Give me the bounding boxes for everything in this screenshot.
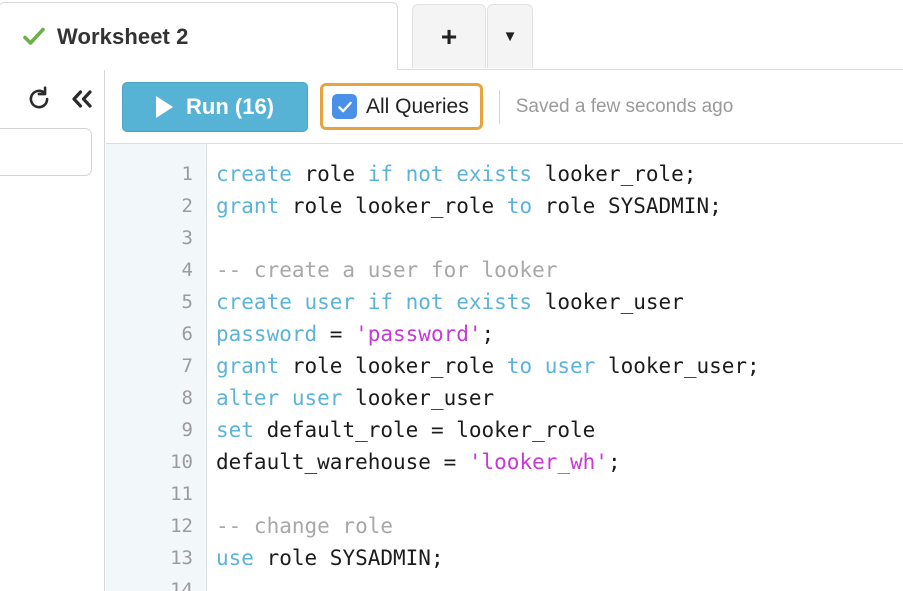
caret-down-icon: ▼ — [502, 28, 518, 45]
code-line[interactable] — [216, 222, 903, 254]
code-token: ; — [481, 322, 495, 346]
code-content[interactable]: create role if not exists looker_role;gr… — [208, 144, 903, 591]
line-number: 11 — [170, 483, 193, 505]
code-line[interactable]: use role SYSADMIN; — [216, 542, 903, 574]
code-token: grant — [216, 194, 280, 218]
code-token: create user if not exists — [216, 290, 533, 314]
refresh-icon[interactable] — [26, 86, 52, 112]
code-line[interactable]: grant role looker_role to role SYSADMIN; — [216, 190, 903, 222]
code-token: default_warehouse = — [216, 450, 469, 474]
code-token: looker_user — [532, 290, 684, 314]
code-line[interactable]: alter user looker_user — [216, 382, 903, 414]
code-line[interactable]: password = 'password'; — [216, 318, 903, 350]
code-token: role looker_role — [279, 194, 507, 218]
code-token: looker_user; — [595, 354, 760, 378]
code-token: to user — [506, 354, 596, 378]
code-line[interactable] — [216, 574, 903, 591]
tab-bar: Worksheet 2 + ▼ — [0, 0, 903, 70]
code-line[interactable]: create user if not exists looker_user — [216, 286, 903, 318]
tab-label: Worksheet 2 — [57, 23, 189, 49]
code-line[interactable]: grant role looker_role to user looker_us… — [216, 350, 903, 382]
code-token: role SYSADMIN; — [532, 194, 722, 218]
tab-worksheet-2[interactable]: Worksheet 2 — [0, 2, 398, 70]
code-token: 'looker_wh' — [468, 450, 608, 474]
all-queries-checkbox[interactable] — [332, 94, 357, 119]
line-number: 8 — [181, 387, 193, 409]
run-button[interactable]: Run (16) — [122, 81, 308, 132]
check-icon — [21, 24, 47, 50]
code-line[interactable]: create role if not exists looker_role; — [216, 158, 903, 190]
code-line[interactable] — [216, 478, 903, 510]
code-token: role SYSADMIN; — [253, 546, 444, 570]
code-token: use — [216, 546, 254, 570]
line-number: 1 — [181, 163, 193, 185]
line-number: 13 — [170, 547, 193, 569]
code-token: looker_user — [342, 386, 495, 410]
code-token: alter user — [216, 386, 343, 410]
all-queries-toggle[interactable]: All Queries — [320, 83, 483, 130]
line-number: 4 — [181, 259, 193, 281]
code-token: looker_role; — [532, 162, 697, 186]
line-number: 2 — [181, 195, 193, 217]
code-token: if not exists — [367, 162, 533, 186]
code-token: -- create a user for looker — [216, 258, 558, 282]
line-number: 7 — [181, 355, 193, 377]
line-number: 12 — [170, 515, 193, 537]
code-token: default_role = looker_role — [253, 418, 596, 442]
code-line[interactable]: default_warehouse = 'looker_wh'; — [216, 446, 903, 478]
chevrons-left-icon[interactable] — [68, 87, 96, 111]
code-line[interactable]: -- create a user for looker — [216, 254, 903, 286]
code-token: -- change role — [216, 514, 394, 538]
line-number: 3 — [181, 227, 193, 249]
code-line[interactable]: -- change role — [216, 510, 903, 542]
line-number: 14 — [170, 579, 193, 591]
line-number: 10 — [170, 451, 193, 473]
toolbar-divider — [498, 89, 500, 124]
tab-controls: + ▼ — [412, 4, 533, 68]
line-number: 9 — [181, 419, 193, 441]
new-worksheet-button[interactable]: + — [412, 4, 486, 68]
line-number: 5 — [181, 291, 193, 313]
code-token: = — [317, 322, 356, 346]
sidebar-search-box[interactable] — [0, 128, 92, 176]
code-token: ; — [607, 450, 621, 474]
play-icon — [156, 95, 173, 118]
code-token: password — [216, 322, 318, 346]
code-token: grant — [216, 354, 280, 378]
run-button-label: Run (16) — [186, 93, 274, 119]
tab-menu-button[interactable]: ▼ — [487, 4, 533, 68]
code-token: to — [506, 194, 533, 218]
code-line[interactable]: set default_role = looker_role — [216, 414, 903, 446]
plus-icon: + — [440, 20, 458, 52]
code-token: role looker_role — [279, 354, 507, 378]
code-token: role — [291, 162, 368, 186]
code-token: 'password' — [355, 322, 482, 346]
code-token: set — [216, 418, 254, 442]
line-number: 6 — [181, 323, 193, 345]
code-token: create — [216, 162, 292, 186]
saved-status-text: Saved a few seconds ago — [515, 95, 734, 117]
sidebar-icon-group — [26, 86, 96, 112]
all-queries-label: All Queries — [366, 94, 469, 118]
left-sidebar — [0, 70, 105, 591]
editor-toolbar: Run (16) All Queries Saved a few seconds… — [106, 70, 903, 143]
